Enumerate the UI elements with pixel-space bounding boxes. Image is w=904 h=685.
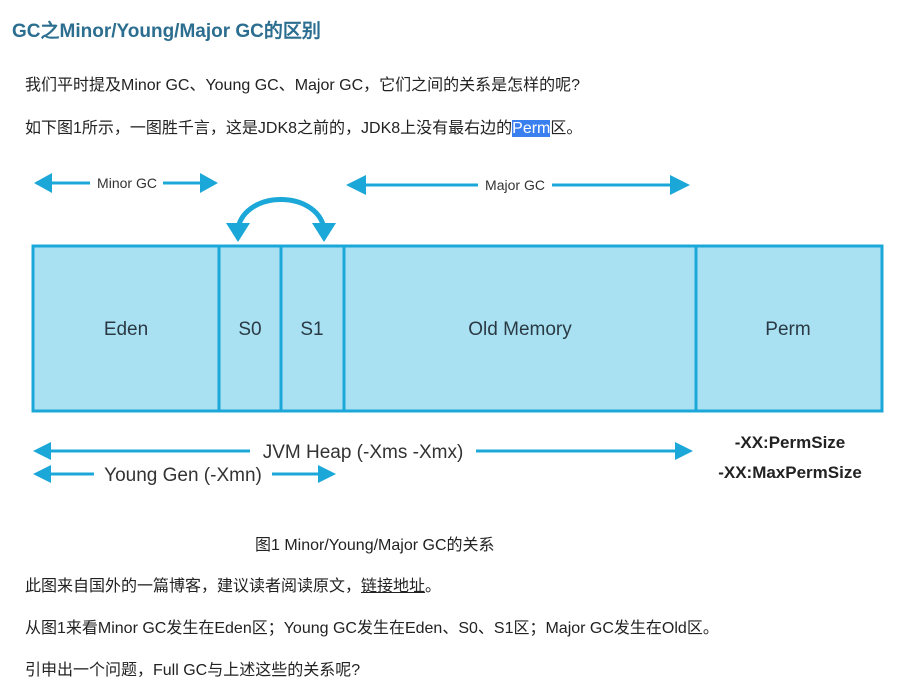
- old-memory-label: Old Memory: [468, 319, 572, 340]
- young-gen-label: Young Gen (-Xmn): [104, 465, 262, 486]
- paragraph-gc-regions: 从图1来看Minor GC发生在Eden区；Young GC发生在Eden、S0…: [25, 620, 719, 637]
- minor-gc-arrow: Minor GC: [34, 173, 218, 193]
- eden-label: Eden: [104, 319, 148, 340]
- major-gc-label: Major GC: [485, 177, 545, 193]
- paragraph-text: 如下图1所示，一图胜千言，这是JDK8之前的，JDK8上没有最右边的: [25, 120, 513, 137]
- old-region: [342, 244, 698, 413]
- major-gc-arrow: Major GC: [346, 175, 690, 195]
- memory-bar: Eden S0 S1 Old Memory Perm: [31, 244, 884, 413]
- paragraph-question: 引申出一个问题，Full GC与上述这些的关系呢?: [25, 662, 361, 679]
- max-perm-size-option: -XX:MaxPermSize: [718, 463, 862, 482]
- paragraph-text: 。: [425, 578, 442, 595]
- minor-gc-label: Minor GC: [97, 175, 157, 191]
- paragraph-text: 区。: [550, 120, 583, 137]
- survivor-swap-arrow: [226, 197, 336, 242]
- figure-caption: 图1 Minor/Young/Major GC的关系: [255, 537, 495, 554]
- s1-label: S1: [300, 319, 323, 340]
- s0-label: S0: [238, 319, 261, 340]
- jvm-heap-arrow: JVM Heap (-Xms -Xmx): [33, 442, 693, 463]
- eden-region: [31, 244, 221, 413]
- paragraph-intro: 我们平时提及Minor GC、Young GC、Major GC，它们之间的关系…: [25, 77, 581, 94]
- perm-region: [694, 244, 884, 413]
- jvm-heap-label: JVM Heap (-Xms -Xmx): [263, 442, 464, 463]
- page-title: GC之Minor/Young/Major GC的区别: [12, 21, 321, 42]
- perm-label: Perm: [765, 319, 810, 340]
- highlighted-perm: Perm: [512, 120, 551, 137]
- paragraph-text: 此图来自国外的一篇博客，建议读者阅读原文，: [25, 578, 362, 595]
- perm-size-option: -XX:PermSize: [735, 433, 846, 452]
- s0-region: [217, 244, 283, 413]
- young-gen-arrow: Young Gen (-Xmn): [33, 465, 336, 486]
- source-link[interactable]: 链接地址: [361, 578, 426, 595]
- paragraph-source: 此图来自国外的一篇博客，建议读者阅读原文，链接地址。: [25, 572, 441, 596]
- s1-region: [279, 244, 346, 413]
- gc-diagram: Minor GC Major GC Eden S0 S1 Old Memory …: [31, 173, 884, 486]
- paragraph-figure-ref: 如下图1所示，一图胜千言，这是JDK8之前的，JDK8上没有最右边的Perm区。: [25, 114, 582, 138]
